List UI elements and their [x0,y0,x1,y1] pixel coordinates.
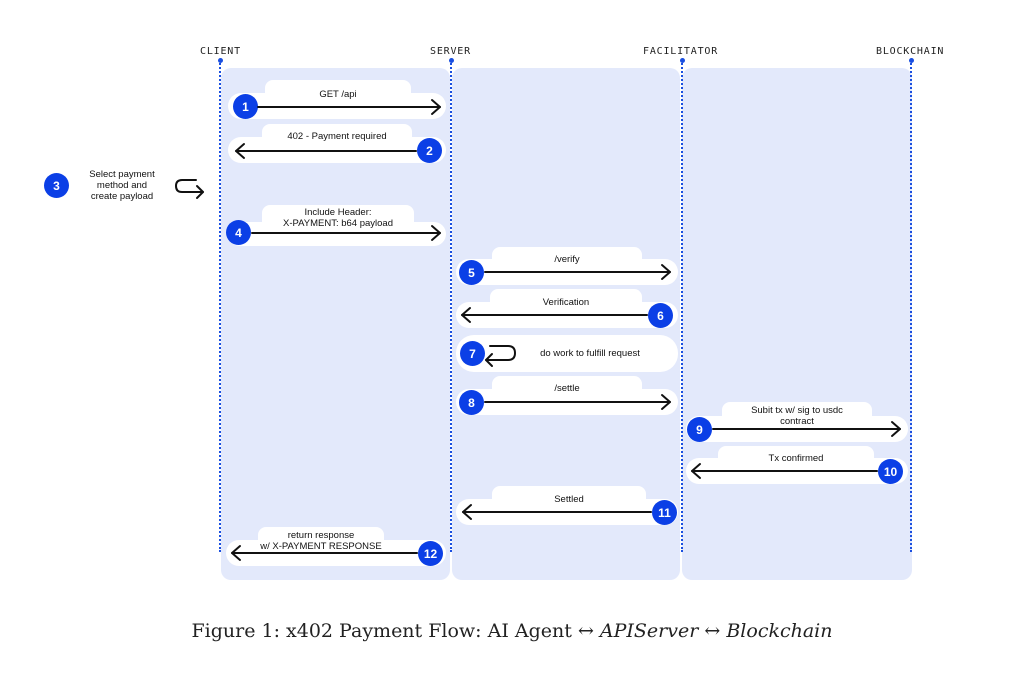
arrow-step-9 [712,421,901,437]
step-1-label: GET /api [319,89,357,100]
step-12-badge: 12 [418,541,443,566]
step-8-tab [492,376,642,390]
arrow-step-8 [484,394,671,410]
step-10-tab [718,446,874,460]
lifeline-server [450,60,452,552]
step-11-badge: 11 [652,500,677,525]
step-9-badge: 9 [687,417,712,442]
caption-arrow-2: ↔ [704,620,721,642]
step-6-badge: 6 [648,303,673,328]
step-12-label: return response w/ X-PAYMENT RESPONSE [260,530,382,552]
arrow-step-2 [235,143,417,159]
step-4-label: Include Header: X-PAYMENT: b64 payload [282,207,393,229]
caption-server: APIServer [599,620,699,642]
step-10-badge: 10 [878,459,903,484]
step-4-tab [262,205,414,225]
step-7-badge: 7 [460,341,485,366]
step-8-badge: 8 [459,390,484,415]
lifeline-client [219,60,221,552]
step-4-badge: 4 [226,220,251,245]
step-2-tab [262,124,412,138]
step-7-pill [456,335,678,372]
step-5-badge: 5 [459,260,484,285]
step-2-badge: 2 [417,138,442,163]
step-1-tab [265,80,411,94]
arrow-step-7 [485,345,516,367]
arrow-step-1 [257,99,441,115]
lane-panel-facilitator [682,68,912,580]
step-9-label: Subit tx w/ sig to usdc contract [751,405,843,427]
step-11-label: Settled [554,494,584,505]
lifeline-facilitator [681,60,683,552]
lifeline-dot-server [449,58,454,63]
arrow-step-11 [462,504,652,520]
caption-arrow-1: ↔ [577,620,594,642]
lifeline-blockchain [910,60,912,552]
lane-header-facilitator: FACILITATOR [643,46,719,57]
arrow-step-10 [691,463,878,479]
step-5-tab [492,247,642,261]
lifeline-dot-client [218,58,223,63]
arrow-step-6 [461,307,648,323]
step-1-badge: 1 [233,94,258,119]
step-8-label: /settle [554,383,580,394]
caption-chain: Blockchain [726,620,833,642]
lane-header-server: SERVER [430,46,471,57]
step-11-tab [492,486,646,500]
arrow-step-12 [231,545,418,561]
step-6-label: Verification [542,297,590,308]
arrow-step-5 [484,264,671,280]
step-3-badge: 3 [44,173,69,198]
step-6-tab [490,289,642,303]
step-10-label: Tx confirmed [768,453,824,464]
figure-caption: Figure 1: x402 Payment Flow: AI Agent ↔ … [0,620,1024,642]
step-2-label: 402 - Payment required [287,131,387,142]
step-5-label: /verify [554,254,580,265]
lane-header-blockchain: BLOCKCHAIN [876,46,945,57]
lifeline-dot-blockchain [909,58,914,63]
arrow-step-4 [251,225,441,241]
step-7-label: do work to fulfill request [540,348,640,359]
step-3-label: Select payment method and create payload [89,169,155,202]
lane-header-client: CLIENT [200,46,241,57]
caption-prefix: Figure 1: x402 Payment Flow: AI Agent [191,620,578,642]
lifeline-dot-facilitator [680,58,685,63]
arrow-step-3 [175,179,204,199]
